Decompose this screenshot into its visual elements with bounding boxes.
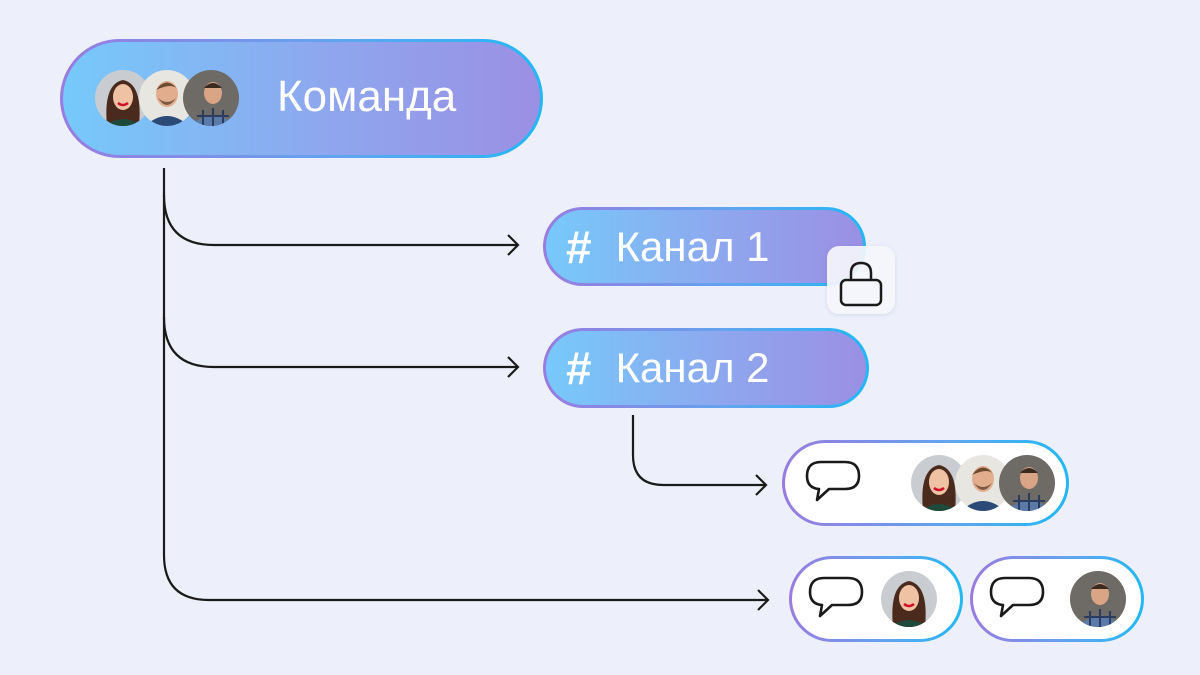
channel-1-label: Канал 1 bbox=[615, 222, 770, 270]
group-chat-node[interactable] bbox=[782, 440, 1069, 526]
connector-group-chat bbox=[631, 415, 766, 487]
avatar-man-plaid bbox=[999, 455, 1055, 511]
chat-bubble-icon bbox=[808, 576, 864, 618]
avatar-man-plaid bbox=[1070, 571, 1126, 627]
avatar-woman bbox=[881, 571, 937, 627]
hash-icon: # bbox=[566, 220, 592, 273]
avatar-man-beard bbox=[139, 70, 195, 126]
avatar-woman bbox=[95, 70, 151, 126]
connector-channel-2 bbox=[162, 316, 518, 369]
hash-icon: # bbox=[566, 342, 592, 394]
chat-bubble-icon bbox=[989, 576, 1045, 618]
connector-channel-1 bbox=[162, 194, 518, 247]
direct-chat-1-node[interactable] bbox=[789, 556, 963, 642]
chat-bubble-icon bbox=[805, 460, 861, 502]
avatar-man-beard bbox=[955, 455, 1011, 511]
connector-direct-chats bbox=[162, 168, 768, 602]
avatar-man-plaid bbox=[183, 70, 239, 126]
direct-chat-2-node[interactable] bbox=[970, 556, 1144, 642]
channel-2-label: Канал 2 bbox=[615, 344, 770, 391]
lock-badge bbox=[827, 246, 895, 314]
channel-2-node[interactable]: # Канал 2 bbox=[543, 328, 869, 408]
team-node[interactable]: Команда bbox=[60, 39, 543, 158]
team-label: Команда bbox=[277, 72, 457, 121]
channel-1-node[interactable]: # Канал 1 bbox=[543, 207, 866, 286]
lock-icon bbox=[839, 261, 883, 307]
